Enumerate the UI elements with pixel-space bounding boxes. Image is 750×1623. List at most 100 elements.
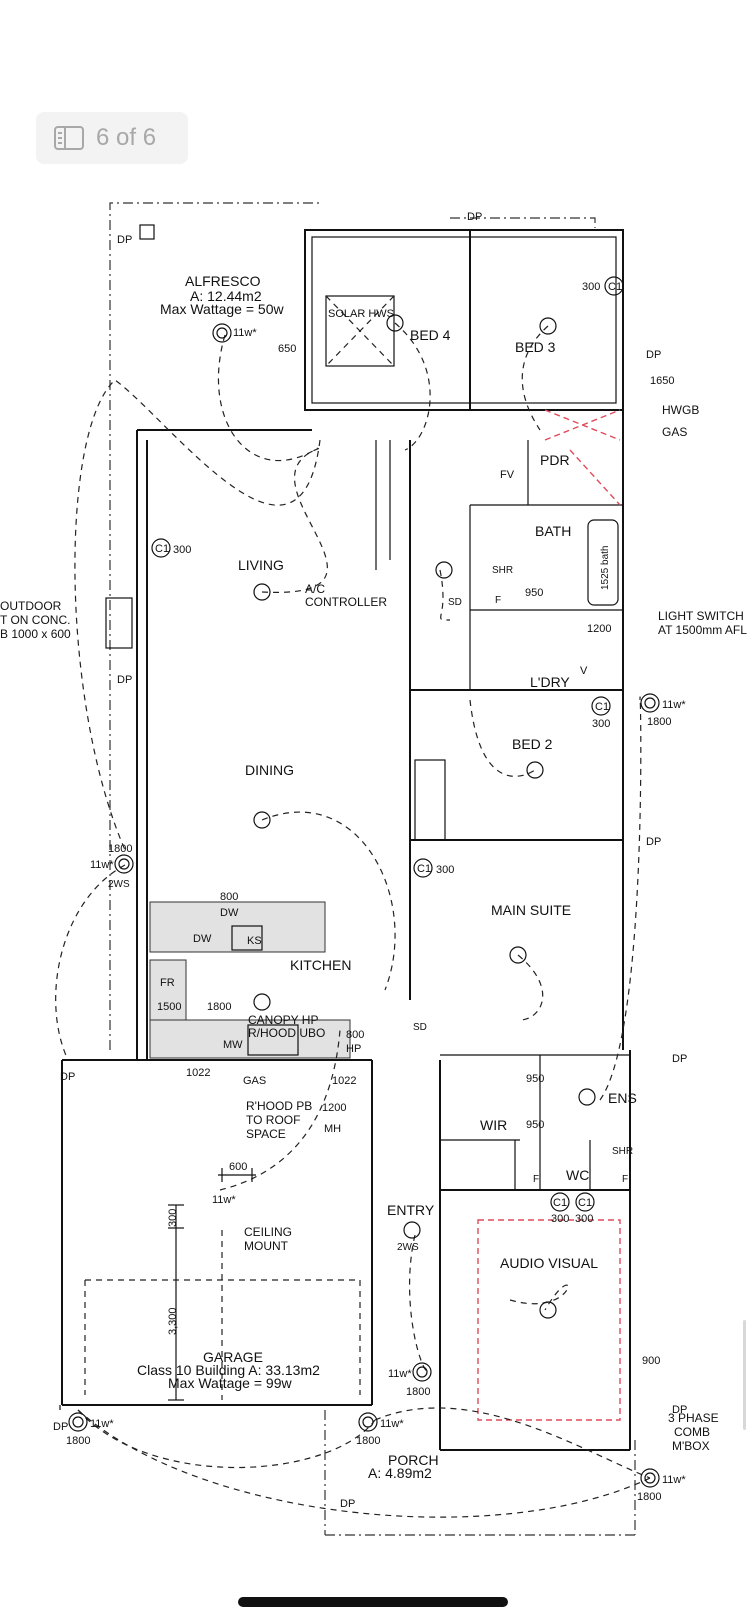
dim-300-2: 300 [582,281,600,293]
ac-controller-line2: CONTROLLER [305,595,387,609]
solar-hws-label: SOLAR HWS [328,308,394,320]
watt-label-7: 11w* [380,1418,404,1430]
electrical-runs [55,322,651,1518]
ens-label: ENS [608,1090,637,1106]
dim-300-3: 300 [592,718,610,730]
dp-label-1: DP [117,234,132,246]
rhood-line3: SPACE [246,1127,286,1141]
outdoor-unit-line3: B 1000 x 600 [0,627,71,641]
exterior-walls [61,229,631,1451]
c1-label-1: C1 [155,543,169,555]
dim-1650: 1650 [650,375,674,387]
dim-300-4: 300 [436,864,454,876]
dim-300-1: 300 [173,544,191,556]
f-label-2: F [533,1174,539,1185]
two-way-switch-1: 2WS [108,879,130,890]
ceiling-mount-line1: CEILING [244,1225,292,1239]
watt-label-8: 11w* [662,1474,686,1486]
outdoor-unit [105,597,133,649]
watt-label-4: 11w* [212,1194,236,1206]
cooktop[interactable] [247,1024,299,1056]
dim-3300: 3,300 [167,1307,179,1335]
bath-tub[interactable] [587,519,619,606]
dp-label-5: DP [646,836,661,848]
bath-label: BATH [535,523,571,539]
watt-label-3: 11w* [662,699,686,711]
dim-1500: 1500 [157,1001,181,1013]
page-indicator[interactable]: 6 of 6 [36,112,188,164]
f-label-1: F [495,595,501,606]
light-fittings [68,276,660,1488]
c1-label-6: C1 [578,1197,592,1209]
ceiling-mount-line2: MOUNT [244,1239,289,1253]
dim-1200-1: 1200 [587,623,611,635]
bed4-label: BED 4 [410,327,451,343]
dim-300-5: 300 [551,1213,569,1225]
outdoor-unit-line2: T ON CONC. [0,613,70,627]
garage-area: Class 10 Building A: 33.13m2 [137,1362,320,1378]
watt-label-1: 11w* [233,327,257,339]
porch-area: A: 4.89m2 [368,1465,432,1481]
mh-label: MH [324,1123,341,1135]
c1-label-5: C1 [553,1197,567,1209]
watt-label-2: 11w* [90,859,114,871]
sidebar-icon[interactable] [54,126,84,150]
meter-box-line2: COMB [674,1425,710,1439]
dim-1800-6: 1800 [356,1435,380,1447]
canopy-line2: R/HOOD UBO [248,1026,325,1040]
fr-label: FR [160,977,175,989]
v-label: V [580,665,588,677]
sink[interactable] [231,925,263,951]
watt-label-6: 11w* [90,1418,114,1430]
sd-label-2: SD [413,1022,427,1033]
two-way-switch-2: 2WS [397,1242,419,1253]
alfresco-title: ALFRESCO [185,273,261,289]
kitchen-label: KITCHEN [290,957,351,973]
home-indicator[interactable] [238,1597,508,1607]
garage-title: GARAGE [203,1349,263,1365]
c1-label-4: C1 [417,863,431,875]
dim-1800-5: 1800 [66,1435,90,1447]
dp-label-7: DP [672,1053,687,1065]
page-count-label: 6 of 6 [96,124,157,151]
dim-300-garage: 300 [167,1209,179,1227]
dim-1200-2: 1200 [322,1102,346,1114]
dw-label-1: DW [220,907,239,919]
hwgb-label: HWGB [662,403,699,417]
kitchen-bench [149,1019,351,1059]
c1-label-3: C1 [595,701,609,713]
hp-label: HP [346,1043,361,1055]
audio-visual-label: AUDIO VISUAL [500,1255,598,1271]
c1-label-2: C1 [608,281,622,293]
meter-box-line3: M'BOX [672,1439,710,1453]
dim-1800-2: 1800 [647,716,671,728]
living-label: LIVING [238,557,284,573]
laundry-label: L'DRY [530,674,570,690]
alfresco-wattage: Max Wattage = 50w [160,301,284,317]
dim-1800-7: 1800 [637,1491,661,1503]
dp-label-4: DP [117,674,132,686]
entry-label: ENTRY [387,1202,435,1218]
dp-label-2: DP [467,211,482,223]
dp-label-3: DP [646,349,661,361]
floor-plan: ALFRESCO A: 12.44m2 Max Wattage = 50w BE… [0,202,747,1536]
light-switch-line2: AT 1500mm AFL [658,623,747,637]
dp-label-6: DP [60,1071,75,1083]
rhood-line1: R'HOOD PB [246,1099,312,1113]
dim-800-1: 800 [220,891,238,903]
sd-label-1: SD [448,597,462,608]
rhood-line2: TO ROOF [246,1113,300,1127]
dp-label-8: DP [53,1421,68,1433]
shr-label-1: SHR [492,565,513,576]
dim-1022-2: 1022 [332,1075,356,1087]
scrollbar-thumb[interactable] [743,1320,746,1430]
solar-hws-box [325,295,395,367]
dim-300-6: 300 [575,1213,593,1225]
alfresco-area: A: 12.44m2 [190,288,262,304]
ac-controller-line1: A/C [305,582,325,596]
bed3-label: BED 3 [515,339,556,355]
dim-1800-3: 1800 [207,1001,231,1013]
mw-label: MW [223,1039,243,1051]
dim-1800-4: 1800 [406,1386,430,1398]
main-suite-label: MAIN SUITE [491,902,571,918]
